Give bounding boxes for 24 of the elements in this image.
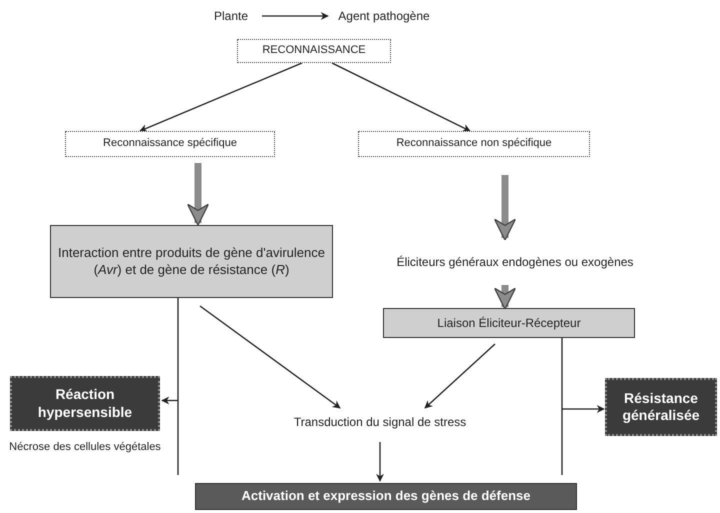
arrow	[376, 442, 384, 482]
flow-text: Transduction du signal de stress	[250, 410, 510, 434]
node-caption: Nécrose des cellules végétales	[8, 440, 162, 454]
arrow	[200, 305, 341, 409]
process-box: RECONNAISSANCE	[237, 39, 391, 63]
arrow	[139, 62, 302, 132]
arrow	[262, 12, 329, 20]
arrow	[186, 163, 210, 226]
arrow	[494, 175, 516, 241]
arrow	[424, 344, 496, 409]
outcome-box: Résistance généralisée	[605, 378, 717, 436]
arrow	[161, 297, 179, 476]
arrow	[494, 285, 516, 310]
process-box: Reconnaissance spécifique	[65, 131, 275, 157]
flow-text: Agent pathogène	[328, 6, 440, 26]
outcome-box: Réaction hypersensible	[10, 376, 160, 431]
flow-text: Éliciteurs généraux endogènes ou exogènes	[390, 240, 640, 285]
arrow	[332, 62, 471, 132]
result-bar: Activation et expression des gènes de défense	[195, 483, 577, 510]
process-box: Liaison Éliciteur-Récepteur	[383, 308, 635, 338]
process-box: Interaction entre produits de gène d'avirulence (Avr) et de gène de résistance (R)	[50, 225, 333, 298]
flow-text: Plante	[200, 6, 262, 26]
process-box: Reconnaissance non spécifique	[358, 131, 590, 157]
arrow	[561, 337, 605, 476]
